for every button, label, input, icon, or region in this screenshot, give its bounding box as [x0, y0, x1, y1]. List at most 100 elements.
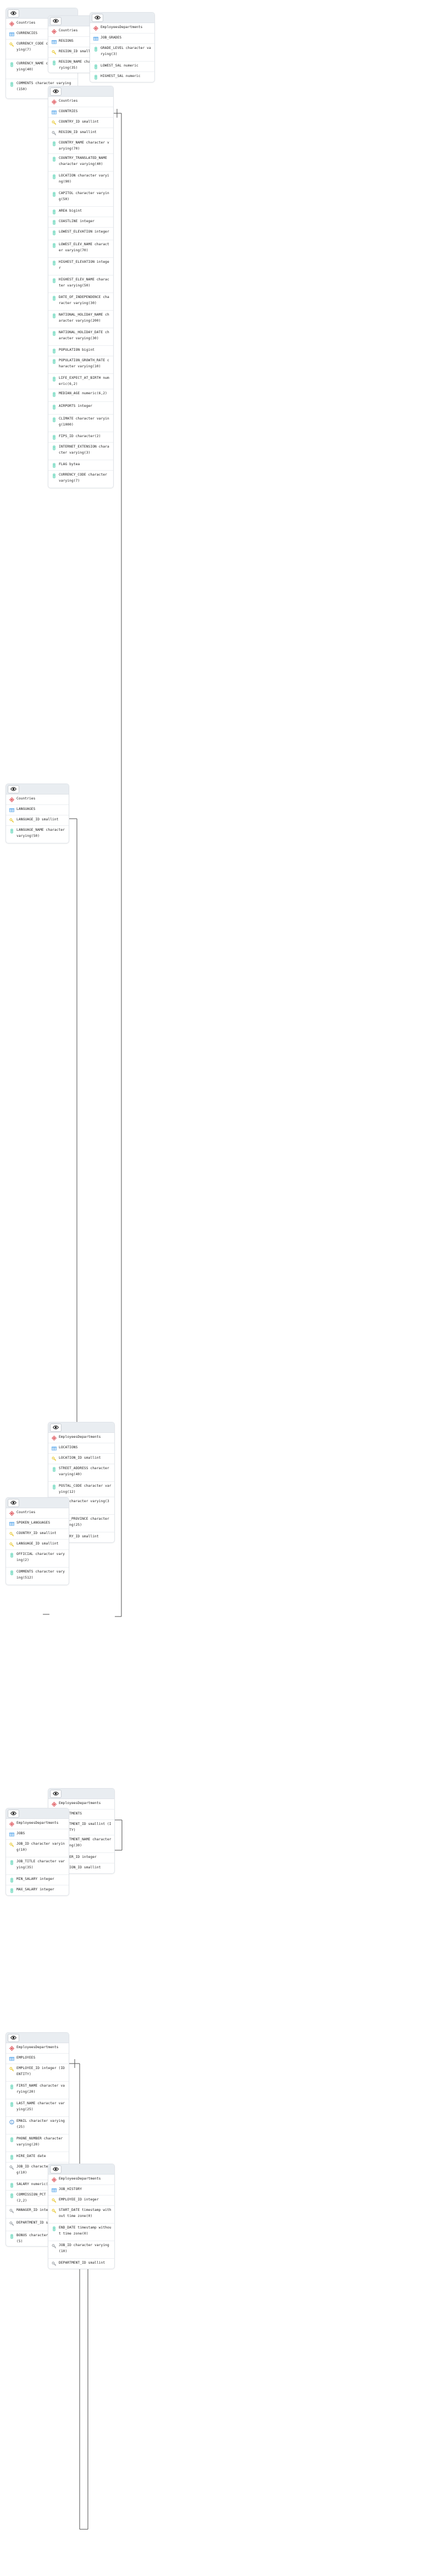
column-row: FIPS_ID character(2)	[48, 432, 113, 443]
unique-index-icon: 1	[9, 2120, 14, 2125]
schema-diamond-icon	[52, 100, 57, 104]
schema-label: EmployeesDepartments	[101, 25, 143, 29]
schema-row: EmployeesDepartments	[48, 1799, 114, 1810]
column-icon	[94, 75, 97, 80]
column-label: SALARY numeric(8,2)	[16, 2182, 57, 2186]
table-grid-icon	[52, 40, 57, 44]
column-label: START_DATE timestamp without time zone(0…	[59, 2208, 112, 2218]
col-icon	[51, 462, 57, 468]
table-name-row: LANGUAGES	[6, 805, 69, 815]
eye-icon[interactable]	[8, 2033, 19, 2042]
column-row: NATIONAL_HOLIDAY_NAME character varying(…	[48, 311, 113, 328]
column-row: LANGUAGE_ID smallint	[6, 815, 69, 826]
col-icon	[9, 1888, 15, 1894]
schema-diamond-icon	[52, 1802, 57, 1807]
column-icon	[53, 377, 55, 382]
col-icon	[93, 74, 99, 80]
column-row: LOWEST_ELEVATION integer	[48, 228, 113, 240]
column-icon	[53, 220, 55, 225]
column-icon	[53, 296, 55, 301]
column-label: COUNTRY_NAME character varying(70)	[59, 141, 109, 151]
column-label: INTERNET_EXTENSION character varying(3)	[59, 445, 109, 455]
primary-key-icon	[52, 50, 57, 55]
eye-icon[interactable]	[92, 13, 103, 22]
table-grid-icon	[9, 1522, 14, 1526]
column-label: REGION_ID smallint	[59, 130, 97, 134]
eye-icon[interactable]	[8, 1809, 19, 1818]
col-icon	[51, 391, 57, 398]
column-icon	[53, 157, 55, 162]
schema-row: Countries	[6, 19, 77, 29]
eye-icon[interactable]	[50, 2165, 62, 2174]
pk-icon	[9, 42, 15, 48]
column-row: HIGHEST_SAL numeric	[90, 72, 154, 82]
column-row: COASTLINE integer	[48, 217, 113, 228]
foreign-key-icon	[9, 2209, 14, 2214]
eye-icon	[10, 11, 16, 15]
eye-icon[interactable]	[8, 785, 19, 793]
column-row: COUNTRY_ID smallint	[6, 1529, 69, 1540]
col-icon	[9, 2154, 15, 2160]
fk-icon	[9, 2165, 15, 2171]
eye-icon[interactable]	[50, 16, 62, 25]
column-label: HIGHEST_ELEVATION integer	[59, 260, 109, 270]
eye-icon	[53, 19, 59, 23]
eye-icon[interactable]	[50, 87, 62, 96]
schema-diamond-icon	[9, 2045, 15, 2051]
column-icon	[53, 405, 55, 410]
schema-diamond-icon	[52, 29, 57, 34]
primary-key-icon	[9, 1532, 14, 1537]
col-icon	[51, 60, 57, 66]
schema-diamond-icon	[9, 797, 15, 803]
column-icon	[10, 2183, 13, 2188]
column-label: LIFE_EXPECT_AT_BIRTH numeric(6,2)	[59, 376, 109, 386]
col-icon	[9, 2101, 15, 2108]
schema-label: Countries	[59, 29, 78, 32]
table-name-row: CURRENCIES	[6, 29, 77, 40]
schema-label: Countries	[16, 1510, 36, 1514]
eye-icon[interactable]	[8, 9, 19, 18]
foreign-key-icon	[9, 2165, 14, 2170]
col-icon	[51, 445, 57, 451]
column-row: HIGHEST_ELEV_NAME character varying(50)	[48, 275, 113, 293]
column-label: MAX_SALARY integer	[16, 1888, 54, 1891]
column-label: COUNTRY_TRANSLATED_NAME character varyin…	[59, 156, 109, 166]
foreign-key-icon	[52, 2261, 57, 2266]
schema-row: EmployeesDepartments	[48, 2175, 114, 2185]
column-icon	[53, 445, 55, 450]
table-grid-icon	[9, 1832, 15, 1838]
column-label: END_DATE timestamp without time zone(0)	[59, 2226, 112, 2236]
eye-icon[interactable]	[50, 1423, 62, 1432]
schema-row: EmployeesDepartments	[6, 2043, 69, 2054]
schema-diamond-icon	[52, 2177, 57, 2182]
column-label: LANGUAGE_ID smallint	[16, 1542, 59, 1546]
col-icon	[51, 417, 57, 423]
column-icon	[94, 64, 97, 69]
eye-icon[interactable]	[8, 1498, 19, 1507]
schema-diamond-icon	[52, 1436, 57, 1441]
column-icon	[53, 349, 55, 354]
eye-icon[interactable]	[50, 1789, 62, 1798]
column-label: DEPARTMENT_ID smallint	[59, 2261, 105, 2265]
column-label: LANGUAGE_ID smallint	[16, 818, 59, 821]
schema-diamond-icon	[51, 1801, 57, 1807]
column-label: POPULATION bigint	[59, 348, 95, 352]
schema-label: Countries	[16, 21, 36, 25]
column-row: POPULATION bigint	[48, 346, 113, 356]
eye-icon	[10, 2036, 16, 2040]
table-grid-icon	[51, 2187, 57, 2193]
table-name-label: LANGUAGES	[16, 807, 36, 811]
column-icon	[53, 60, 55, 65]
col-icon	[9, 81, 15, 87]
schema-diamond-icon	[9, 2046, 14, 2051]
table-grid-icon	[93, 36, 99, 42]
col-icon	[51, 219, 57, 225]
